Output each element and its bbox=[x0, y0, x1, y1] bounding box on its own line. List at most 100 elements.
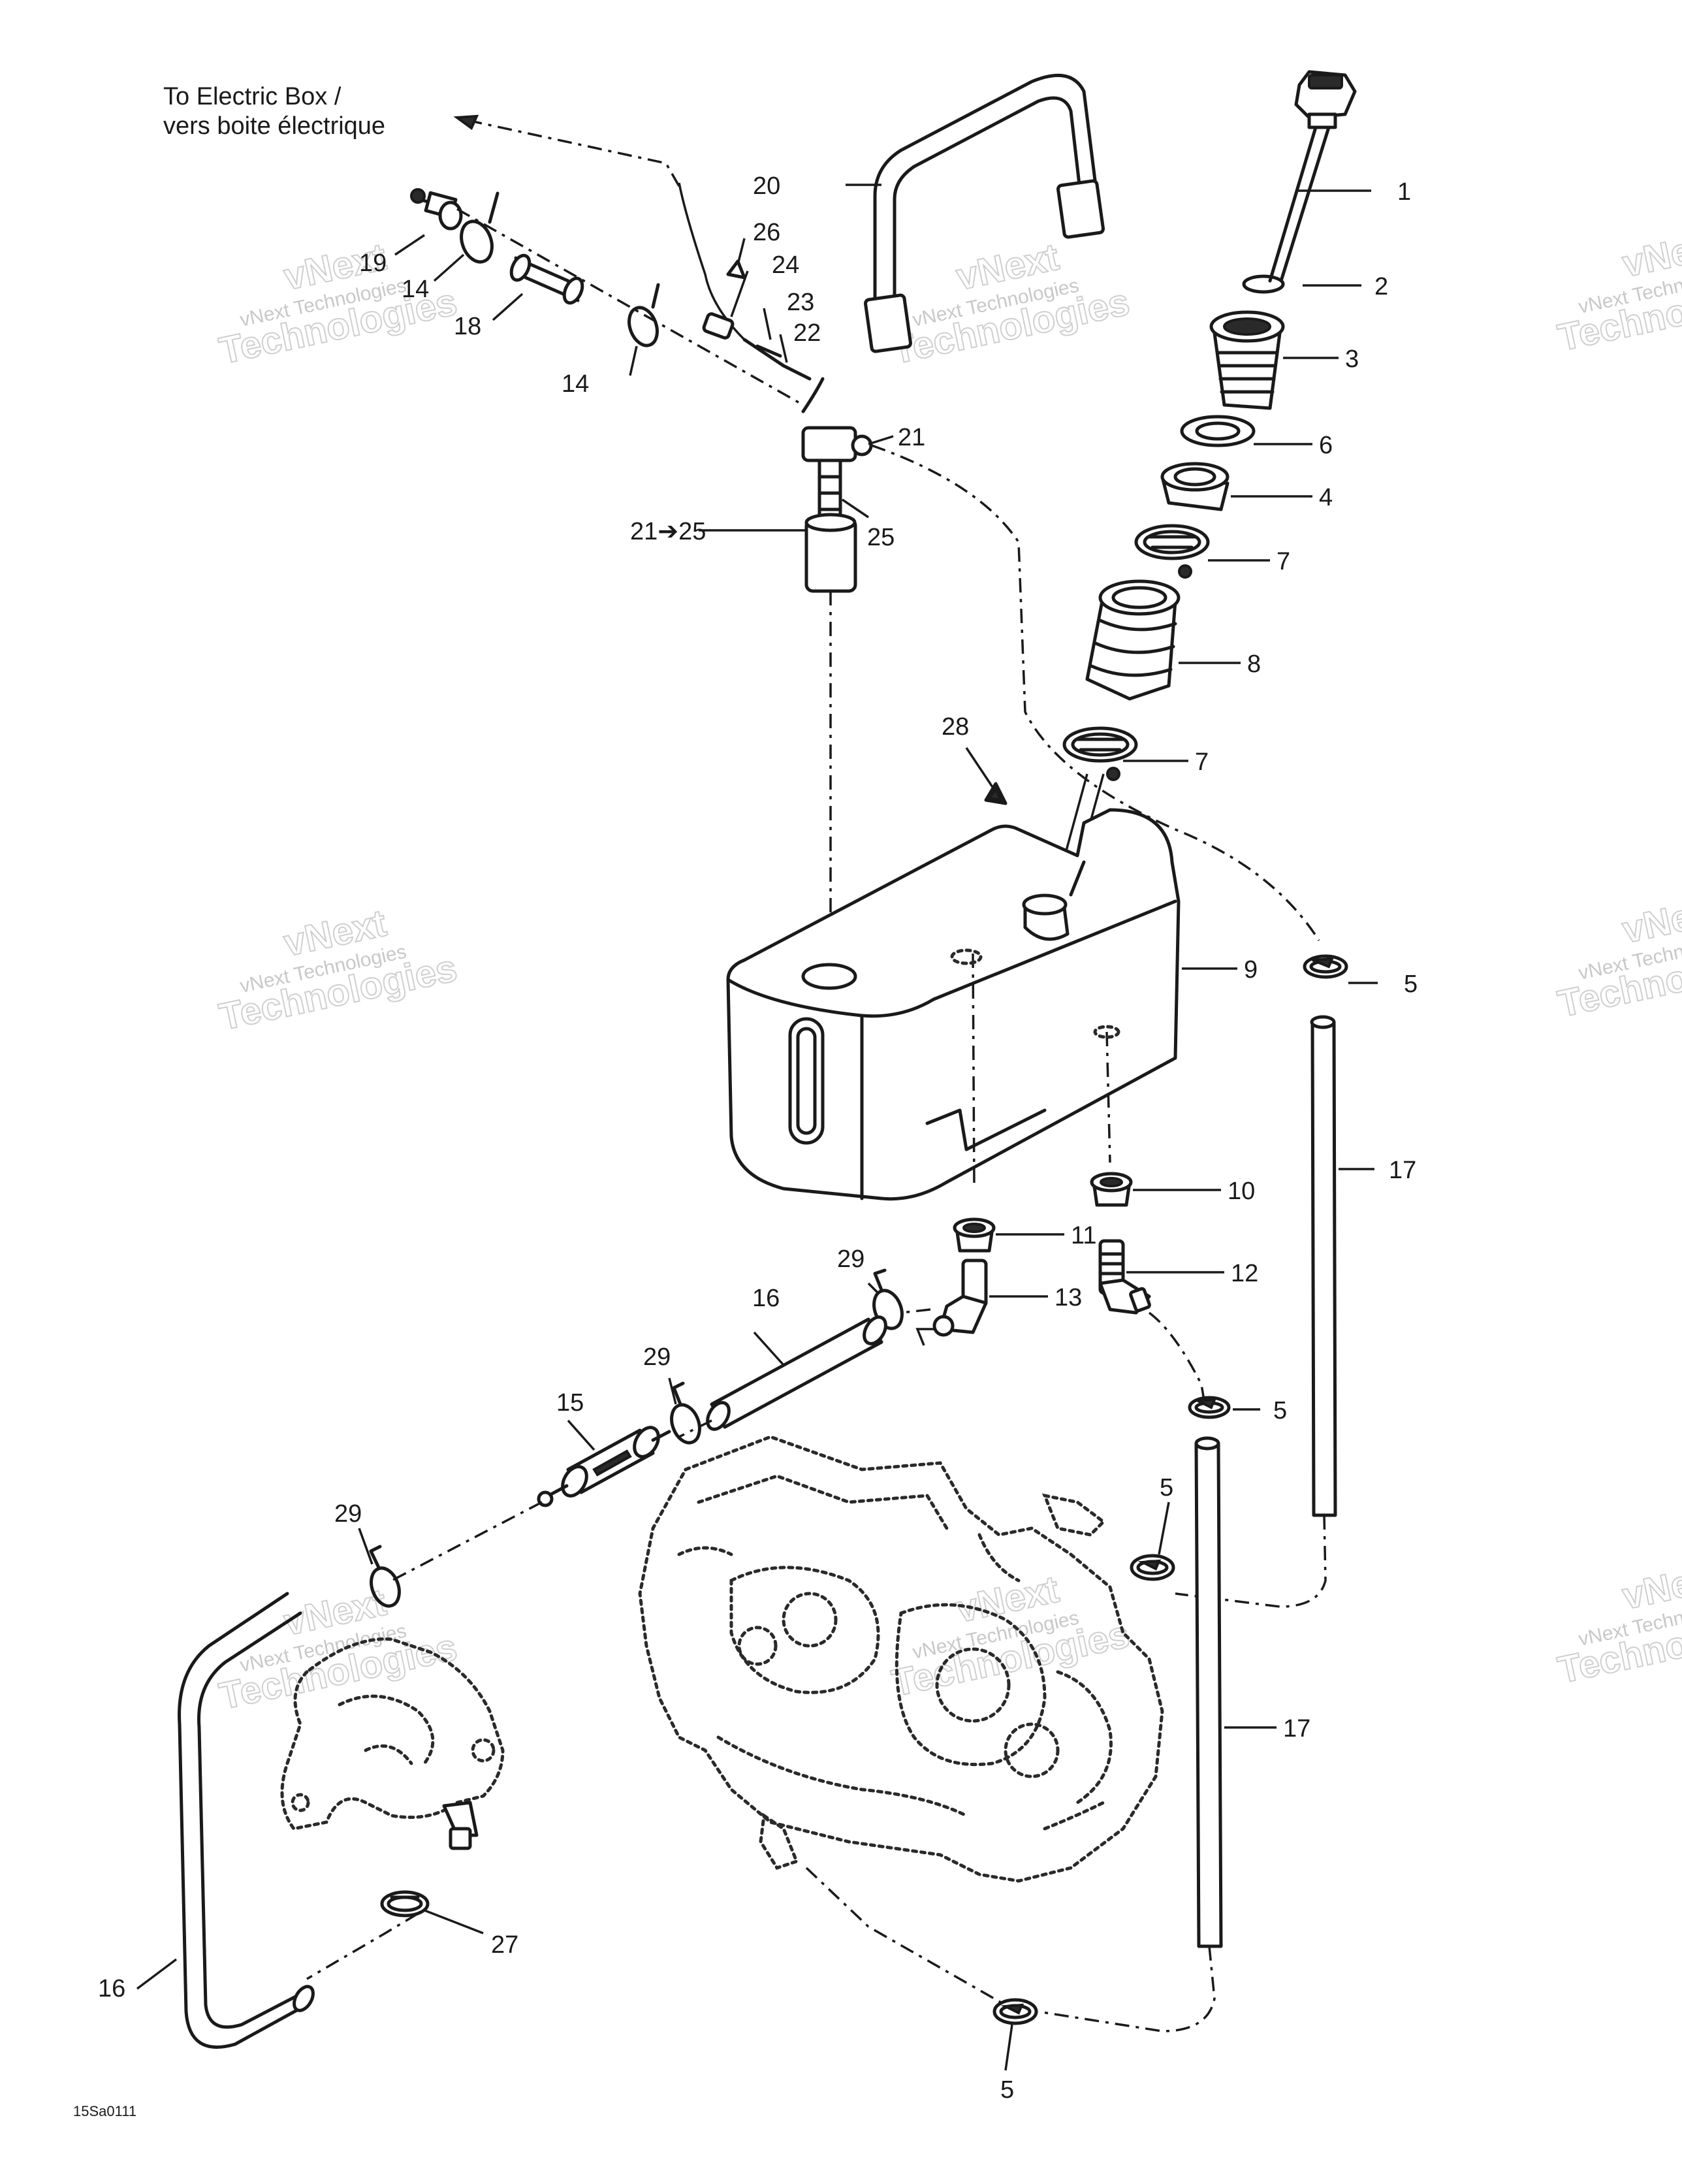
callout-labels: 1 2 3 4 5 5 5 5 6 7 7 8 9 10 11 12 13 14… bbox=[98, 172, 1418, 2104]
callout-29-middle: 29 bbox=[643, 1343, 671, 1371]
callout-23: 23 bbox=[787, 289, 814, 316]
part-17-hose-right bbox=[1310, 1015, 1337, 1517]
filler-neck-assembly bbox=[1056, 70, 1357, 882]
wire-route-line bbox=[469, 120, 680, 187]
part-5-clamp-right-engine bbox=[1130, 1554, 1175, 1581]
part-16-hose-upper bbox=[706, 1315, 887, 1431]
outlet-centerline-11 bbox=[972, 953, 976, 1189]
oil-pump-outline bbox=[280, 1637, 505, 1850]
callout-22: 22 bbox=[793, 319, 821, 347]
engine-outline bbox=[638, 1435, 1164, 1883]
callout-26: 26 bbox=[753, 219, 780, 246]
callout-10: 10 bbox=[1228, 1178, 1255, 1205]
center-hose-return-route bbox=[1038, 1946, 1216, 2032]
part-6-gasket bbox=[1180, 415, 1256, 447]
callout-29-bottom: 29 bbox=[334, 1500, 362, 1528]
part-23-22-wires bbox=[742, 338, 812, 381]
part-24-connector bbox=[702, 312, 735, 340]
part-29-clamp-middle bbox=[670, 1381, 701, 1445]
vent-hose-route bbox=[871, 444, 1320, 941]
part-17-hose-center bbox=[1194, 1436, 1223, 1948]
elbow-to-hose-route bbox=[1148, 1311, 1206, 1405]
part-5-clamp-upper bbox=[1303, 954, 1348, 979]
part-2-washer bbox=[1242, 274, 1285, 294]
part-27-clamp bbox=[380, 1890, 430, 1918]
callout-5-upper: 5 bbox=[1404, 971, 1418, 998]
watermark-8: vNext vNext Technologies Technologies bbox=[887, 1567, 1134, 1705]
callout-14-b: 14 bbox=[562, 370, 589, 398]
part-1-dipstick-cap bbox=[1268, 70, 1357, 283]
part-7-clamp-upper bbox=[1134, 524, 1210, 579]
callout-20: 20 bbox=[753, 172, 780, 200]
callout-6: 6 bbox=[1319, 432, 1333, 459]
feed-line-dash bbox=[391, 1308, 931, 1582]
part-4-nut bbox=[1160, 462, 1230, 511]
callout-17-right: 17 bbox=[1389, 1157, 1416, 1184]
callout-11: 11 bbox=[1071, 1222, 1096, 1249]
part-5-clamp-middle bbox=[1188, 1396, 1231, 1419]
callout-5-engine: 5 bbox=[1160, 1474, 1173, 1502]
callout-21-to-25: 21➔25 bbox=[630, 518, 706, 545]
callout-4: 4 bbox=[1319, 484, 1333, 511]
watermark-6: vNext vNext Technologies Technologies bbox=[1553, 888, 1682, 1026]
part-5-clamp-bottom bbox=[992, 1998, 1038, 2025]
part-11-fitting bbox=[953, 1217, 996, 1253]
vent-line bbox=[456, 208, 804, 406]
reference-code: 15Sa0111 bbox=[73, 2103, 136, 2119]
part-12-elbow bbox=[1098, 1239, 1151, 1315]
callout-28: 28 bbox=[942, 713, 969, 741]
callout-24: 24 bbox=[772, 251, 799, 279]
electric-box-note: To Electric Box / vers boite électrique bbox=[163, 83, 746, 341]
callout-1: 1 bbox=[1397, 178, 1411, 206]
vent-fitting-group bbox=[410, 188, 804, 406]
callout-29-top: 29 bbox=[837, 1245, 865, 1273]
callout-17-center: 17 bbox=[1283, 1715, 1310, 1742]
callout-3: 3 bbox=[1345, 345, 1359, 373]
part-14-clamp-b bbox=[627, 283, 660, 347]
callout-9: 9 bbox=[1244, 956, 1258, 984]
callout-18: 18 bbox=[454, 313, 481, 340]
part-26-cap bbox=[726, 259, 746, 280]
callout-16-upper: 16 bbox=[752, 1285, 780, 1312]
callout-5-middle: 5 bbox=[1273, 1397, 1287, 1424]
watermark-7: vNext vNext Technologies Technologies bbox=[215, 1581, 461, 1718]
tank-drain-hole bbox=[950, 948, 983, 965]
leader-lines bbox=[136, 184, 1378, 2071]
part-20-handle bbox=[864, 73, 1105, 353]
callout-21: 21 bbox=[898, 424, 925, 451]
watermark-9: vNext vNext Technologies Technologies bbox=[1553, 1554, 1682, 1692]
callout-14-a: 14 bbox=[402, 276, 429, 303]
part-3-neck bbox=[1209, 310, 1285, 410]
watermark-2: vNext vNext Technologies Technologies bbox=[887, 235, 1134, 373]
part-28-grommet bbox=[965, 747, 1008, 805]
part-25-float bbox=[804, 513, 857, 593]
part-18-tube bbox=[509, 253, 584, 305]
part-16-hose-lower bbox=[178, 1592, 315, 2049]
callout-5-bottom: 5 bbox=[1000, 2076, 1014, 2104]
callout-19: 19 bbox=[359, 249, 387, 277]
part-13-elbow bbox=[915, 1259, 988, 1346]
callout-16-lower: 16 bbox=[98, 1975, 125, 2002]
callout-12: 12 bbox=[1231, 1260, 1258, 1287]
vent-hose-lower-route bbox=[1175, 1515, 1327, 1608]
watermark-4: vNext vNext Technologies Technologies bbox=[215, 901, 461, 1039]
level-sensor-assembly bbox=[702, 259, 1320, 973]
part-29-clamp-top bbox=[872, 1268, 904, 1330]
callout-25: 25 bbox=[867, 524, 895, 551]
part-9-oil-tank bbox=[726, 808, 1181, 1201]
callout-8: 8 bbox=[1247, 650, 1261, 678]
callout-2: 2 bbox=[1374, 273, 1388, 300]
callout-13: 13 bbox=[1055, 1284, 1082, 1311]
engine-fitting-route bbox=[805, 1867, 1006, 2006]
outlet-centerline-10 bbox=[1105, 1031, 1111, 1163]
part-15-filter bbox=[537, 1426, 671, 1507]
part-19-fitting bbox=[410, 188, 463, 231]
note-line-2: vers boite électrique bbox=[163, 112, 385, 140]
part-29-clamp-bottom bbox=[369, 1545, 401, 1608]
part-14-clamp-a bbox=[460, 191, 500, 264]
callout-15: 15 bbox=[556, 1389, 584, 1417]
arrow-head-icon bbox=[453, 114, 479, 131]
part-21-sensor-body bbox=[801, 377, 873, 521]
part-10-fitting bbox=[1090, 1172, 1133, 1207]
